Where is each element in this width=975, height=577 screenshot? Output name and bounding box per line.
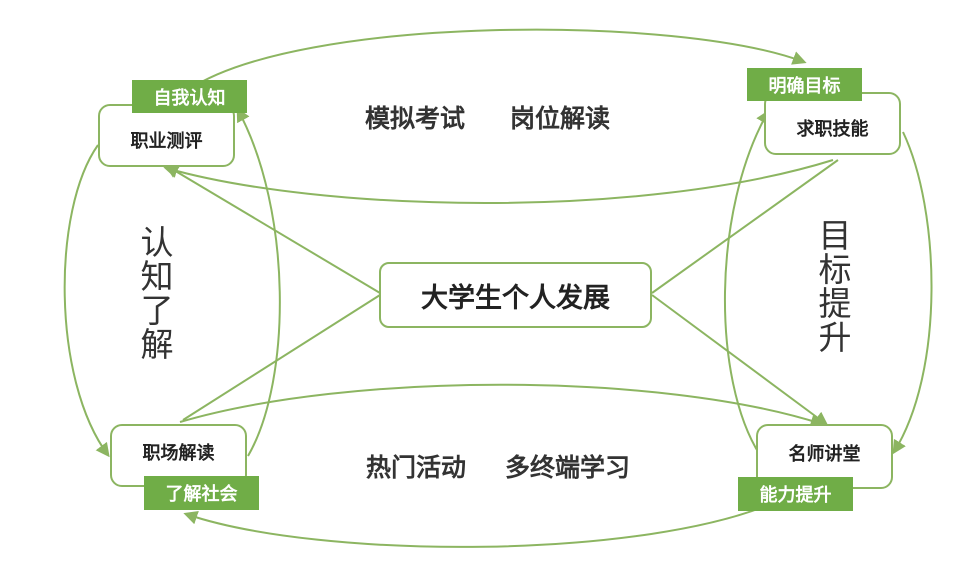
phrase-multi-terminal-learning: 多终端学习 bbox=[505, 453, 631, 482]
phrase-job-interpretation: 岗位解读 bbox=[510, 104, 611, 133]
center-to-top-left bbox=[164, 164, 381, 294]
tag-clear-goals-label: 明确目标 bbox=[768, 75, 841, 97]
arc-left-outer bbox=[63, 144, 110, 458]
center-node-label: 大学生个人发展 bbox=[421, 282, 610, 314]
center-to-bottom-left bbox=[182, 294, 381, 421]
tag-ability-improvement-label: 能力提升 bbox=[759, 485, 832, 506]
node-master-lecture-label: 名师讲堂 bbox=[788, 443, 861, 465]
node-job-skills-label: 求职技能 bbox=[796, 118, 869, 140]
tag-understand-society-label: 了解社会 bbox=[165, 484, 238, 505]
arc-right-inner bbox=[724, 109, 770, 456]
arc-bottom-inner bbox=[179, 383, 825, 428]
arc-left-inner bbox=[236, 107, 281, 457]
arc-right-outer bbox=[892, 131, 933, 455]
arc-top-outer bbox=[187, 28, 807, 91]
tag-self-awareness-label: 自我认知 bbox=[153, 87, 226, 109]
tag-ability-improvement: 能力提升 bbox=[738, 477, 853, 511]
center-to-bottom-right bbox=[651, 294, 829, 426]
tag-self-awareness: 自我认知 bbox=[132, 80, 247, 113]
phrase-hot-activities: 热门活动 bbox=[366, 453, 467, 482]
side-label-cognition: 认知了解 bbox=[135, 225, 174, 361]
node-career-assessment: 职业测评 bbox=[98, 104, 235, 167]
node-job-skills: 求职技能 bbox=[764, 92, 901, 155]
arc-bottom-outer bbox=[183, 499, 781, 548]
tag-understand-society: 了解社会 bbox=[144, 476, 259, 510]
node-workplace-insight-label: 职场解读 bbox=[142, 442, 215, 464]
tag-clear-goals: 明确目标 bbox=[747, 68, 862, 101]
node-career-assessment-label: 职业测评 bbox=[130, 130, 203, 152]
arc-top-inner bbox=[163, 159, 834, 204]
center-to-top-right bbox=[651, 159, 839, 294]
center-node: 大学生个人发展 bbox=[379, 262, 652, 328]
phrase-mock-exam: 模拟考试 bbox=[365, 104, 466, 133]
side-label-goal-improvement: 目标提升 bbox=[813, 218, 852, 354]
